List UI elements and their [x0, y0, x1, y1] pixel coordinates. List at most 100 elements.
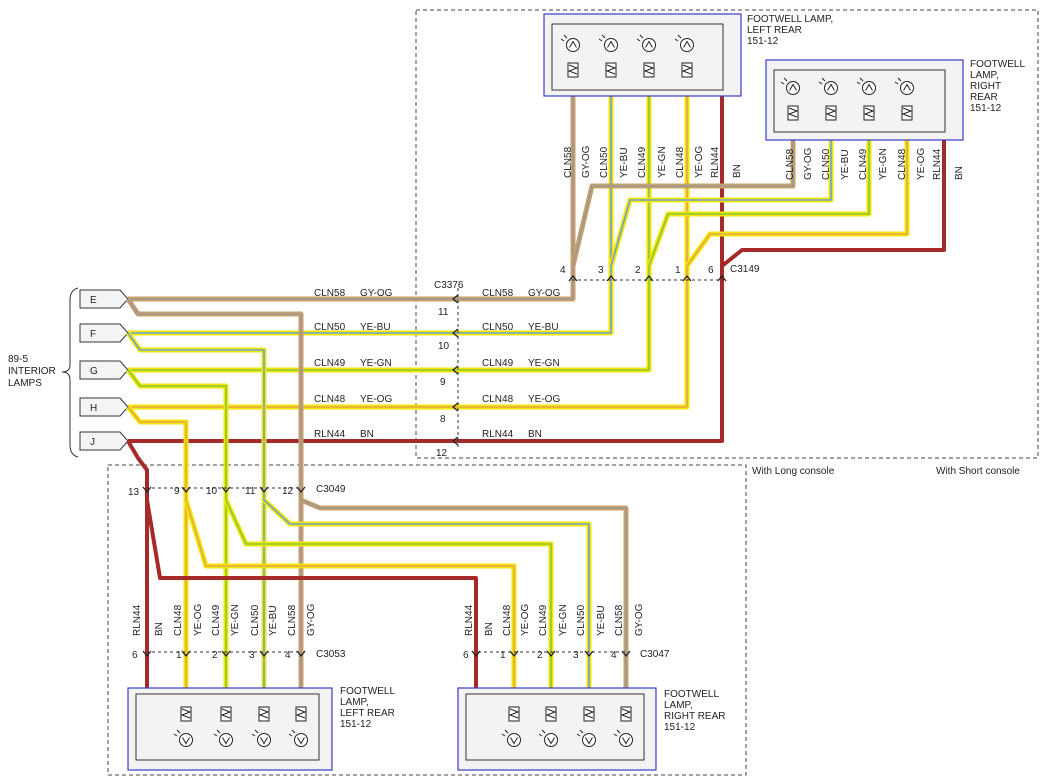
source-pin-J: J [79, 431, 129, 451]
sr-cln48 [684, 140, 910, 268]
c3047-pin-4: 4 [611, 650, 617, 661]
lamp-long-left: FOOTWELL LAMP, LEFT REAR 151-12 [127, 686, 395, 771]
svg-text:BN: BN [732, 164, 743, 178]
source-pin-E: E [79, 289, 129, 309]
sr-rln44 [720, 140, 946, 268]
svg-text:J: J [90, 437, 95, 448]
bulb-icon [636, 34, 656, 78]
svg-text:YE-GN: YE-GN [878, 148, 889, 180]
connector-terminal [568, 275, 578, 282]
svg-text:151-12: 151-12 [747, 36, 779, 47]
bulb-icon [818, 77, 838, 121]
wire-g-cln49 [128, 280, 652, 373]
c3376-label: C3376 [434, 280, 464, 291]
long-right-vertical-labels: RLN44 BN CLN48 YE-OG CLN49 YE-GN CLN50 Y… [464, 603, 645, 636]
svg-text:CLN50: CLN50 [599, 146, 610, 178]
c3149-pin-3: 3 [598, 265, 604, 276]
c3149-pin-6: 6 [708, 265, 714, 276]
svg-text:GY-OG: GY-OG [306, 603, 317, 636]
connector-terminal [621, 650, 631, 657]
bulb-icon [613, 706, 633, 747]
lr-rln44 [145, 499, 478, 688]
svg-text:E: E [90, 295, 97, 306]
svg-text:CLN49: CLN49 [211, 604, 222, 636]
svg-text:CLN49: CLN49 [637, 146, 648, 178]
svg-text:YE-OG: YE-OG [520, 604, 531, 636]
lr-cln48 [183, 499, 517, 688]
svg-text:YE-OG: YE-OG [528, 394, 560, 405]
connector-terminal [452, 436, 459, 446]
connector-terminal [546, 650, 556, 657]
c3053-pin-4: 4 [285, 650, 291, 661]
svg-text:YE-OG: YE-OG [694, 146, 705, 178]
connector-terminal [259, 650, 269, 657]
svg-text:YE-OG: YE-OG [916, 148, 927, 180]
c3047-pin-2: 2 [537, 650, 543, 661]
svg-text:BN: BN [484, 622, 495, 636]
bulb-icon [598, 34, 618, 78]
wire-h-cln48 [128, 280, 690, 410]
lamp-short-right: FOOTWELL LAMP, RIGHT REAR 151-12 [765, 59, 1025, 141]
svg-text:LAMP,: LAMP, [664, 700, 693, 711]
connector-terminal [452, 365, 459, 375]
lamp-symbols [173, 34, 914, 747]
svg-text:GY-OG: GY-OG [634, 603, 645, 636]
source-pin-G: G [79, 360, 129, 380]
short-console-label: With Short console [936, 466, 1020, 477]
long-left-vertical-labels: RLN44 BN CLN48 YE-OG CLN49 YE-GN CLN50 Y… [132, 603, 317, 636]
c3049-pin-13: 13 [128, 487, 140, 498]
svg-text:CLN48: CLN48 [897, 148, 908, 180]
long-console-boundary [107, 464, 747, 776]
svg-text:BN: BN [528, 429, 542, 440]
svg-text:YE-BU: YE-BU [596, 605, 607, 636]
svg-text:CLN50: CLN50 [576, 604, 587, 636]
connector-terminal [142, 650, 152, 657]
c3376-pin-10: 10 [438, 341, 450, 352]
connector-terminal [452, 402, 459, 412]
c3047-pin-1: 1 [500, 650, 506, 661]
c3049-pin-10: 10 [206, 486, 218, 497]
lamp-long-right: FOOTWELL LAMP, RIGHT REAR 151-12 [457, 687, 726, 771]
wires [125, 96, 946, 688]
svg-text:CLN48: CLN48 [173, 604, 184, 636]
b-cln58 [125, 297, 304, 488]
bulb-icon [251, 706, 271, 747]
short-left-vertical-labels: CLN58 GY-OG CLN50 YE-BU CLN49 YE-GN CLN4… [563, 145, 743, 178]
svg-text:CLN58: CLN58 [287, 604, 298, 636]
svg-text:BN: BN [154, 622, 165, 636]
source-bracket [61, 287, 79, 458]
svg-text:FOOTWELL: FOOTWELL [340, 686, 395, 697]
connector-terminal [181, 650, 191, 657]
svg-text:YE-BU: YE-BU [268, 605, 279, 636]
connector-terminal [452, 294, 459, 304]
svg-text:CLN50: CLN50 [821, 148, 832, 180]
c3047-pin-6: 6 [463, 650, 469, 661]
svg-text:151-12: 151-12 [664, 722, 696, 733]
bulb-icon [894, 77, 914, 121]
svg-text:GY-OG: GY-OG [581, 145, 592, 178]
connector-terminal [296, 486, 306, 493]
svg-text:CLN58: CLN58 [614, 604, 625, 636]
long-console-label: With Long console [752, 466, 835, 477]
source-pin-F: F [79, 323, 129, 343]
lr-cln49 [223, 498, 554, 688]
sr-cln49 [646, 140, 872, 267]
connector-terminal [717, 275, 727, 282]
svg-text:151-12: 151-12 [970, 103, 1002, 114]
svg-text:FOOTWELL: FOOTWELL [664, 689, 719, 700]
bulb-icon [173, 706, 193, 747]
svg-text:YE-GN: YE-GN [528, 358, 560, 369]
short-console-boundary [415, 9, 1039, 459]
c3049-label: C3049 [316, 484, 346, 495]
connector-terminal [644, 275, 654, 282]
sr-cln58 [570, 140, 796, 267]
b-cln48 [126, 405, 189, 488]
lamp-short-left: FOOTWELL LAMP, LEFT REAR 151-12 [543, 13, 833, 97]
c3053-label: C3053 [316, 649, 346, 660]
c3149-pin-1: 1 [675, 265, 681, 276]
svg-text:RLN44: RLN44 [314, 429, 346, 440]
source-name-3: LAMPS [8, 378, 42, 389]
bulb-icon [780, 77, 800, 121]
svg-text:CLN58: CLN58 [482, 288, 514, 299]
